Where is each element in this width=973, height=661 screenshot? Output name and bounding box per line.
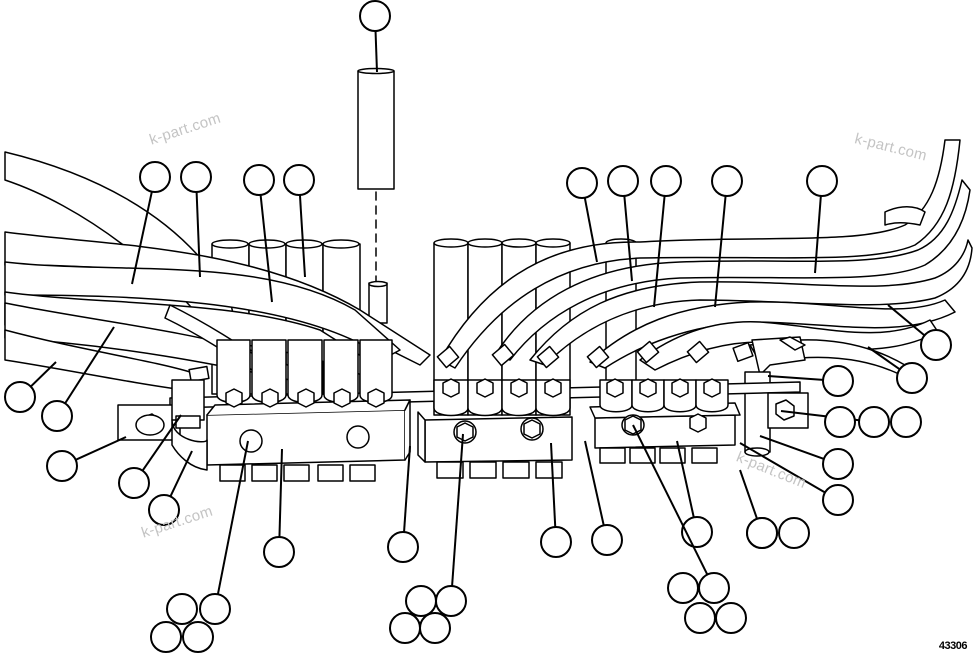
leader-line (195, 191, 201, 278)
leader-line (451, 433, 464, 587)
leader-line (887, 304, 926, 337)
leader-line (759, 435, 825, 460)
callout-balloon[interactable] (822, 448, 854, 480)
callout-balloon-group-item[interactable] (778, 517, 810, 549)
spool-cartridge-part (357, 67, 395, 324)
callout-balloon[interactable] (387, 531, 419, 563)
leader-line (169, 450, 193, 497)
callout-balloon[interactable] (359, 0, 391, 32)
leader-line (131, 191, 153, 285)
callout-balloon[interactable] (566, 167, 598, 199)
valve-block-middle (417, 378, 573, 479)
callout-balloon[interactable] (263, 536, 295, 568)
hose-fittings-right (436, 340, 754, 369)
callout-balloon[interactable] (41, 400, 73, 432)
callout-balloon-group-item[interactable] (698, 572, 730, 604)
leader-line (75, 436, 127, 461)
callout-balloon-group-item[interactable] (435, 585, 467, 617)
callout-balloon-group-item[interactable] (405, 585, 437, 617)
leader-line (739, 469, 758, 520)
callout-layer (4, 0, 952, 653)
callout-balloon-group-item[interactable] (166, 593, 198, 625)
callout-balloon[interactable] (139, 161, 171, 193)
callout-balloon[interactable] (650, 165, 682, 197)
callout-balloon[interactable] (4, 381, 36, 413)
callout-balloon-group-item[interactable] (667, 572, 699, 604)
leader-line (583, 197, 598, 263)
callout-balloon-group-item[interactable] (389, 612, 421, 644)
valve-block-left (206, 339, 411, 482)
leader-line (676, 440, 695, 518)
figure-number: 43306 (938, 640, 968, 652)
leader-line (403, 445, 411, 533)
leader-line (584, 440, 605, 526)
leader-line (374, 30, 378, 73)
mounting-plate-left (117, 404, 181, 441)
callout-balloon[interactable] (896, 362, 928, 394)
mounting-plate-right (767, 392, 809, 429)
leader-line (739, 442, 826, 494)
callout-balloon[interactable] (591, 524, 623, 556)
leader-line (216, 440, 249, 595)
callout-balloon[interactable] (540, 526, 572, 558)
callout-balloon[interactable] (822, 365, 854, 397)
callout-balloon-group-item[interactable] (199, 593, 231, 625)
leader-line (550, 442, 557, 528)
callout-balloon-group-item[interactable] (419, 612, 451, 644)
callout-balloon[interactable] (711, 165, 743, 197)
callout-balloon[interactable] (607, 165, 639, 197)
callout-balloon-group-item[interactable] (890, 406, 922, 438)
end-fitting-left (171, 379, 208, 471)
callout-balloon[interactable] (180, 161, 212, 193)
leader-line (653, 195, 666, 308)
leader-line (259, 194, 273, 303)
callout-balloon[interactable] (46, 450, 78, 482)
callout-balloon-group-item[interactable] (150, 621, 182, 653)
callout-balloon-group-item[interactable] (182, 621, 214, 653)
callout-balloon[interactable] (283, 164, 315, 196)
leader-line (714, 195, 727, 308)
callout-balloon[interactable] (243, 164, 275, 196)
callout-balloon[interactable] (148, 494, 180, 526)
leader-line (632, 424, 709, 576)
callout-balloon[interactable] (118, 467, 150, 499)
leader-line (298, 194, 306, 278)
leader-line (623, 195, 633, 282)
valve-block-right (589, 378, 741, 464)
callout-balloon-group-item[interactable] (715, 602, 747, 634)
callout-balloon[interactable] (822, 484, 854, 516)
leader-line (30, 361, 57, 388)
leader-line (767, 375, 824, 381)
leader-line (814, 195, 822, 274)
callout-balloon-group-item[interactable] (824, 406, 856, 438)
leader-line (278, 448, 283, 538)
leader-line (867, 346, 901, 371)
callout-balloon[interactable] (806, 165, 838, 197)
callout-balloon-group-item[interactable] (858, 406, 890, 438)
callout-balloon-group-item[interactable] (746, 517, 778, 549)
callout-balloon-group-item[interactable] (684, 602, 716, 634)
leader-line (141, 414, 182, 472)
callout-balloon[interactable] (920, 329, 952, 361)
leader-line (64, 326, 115, 404)
